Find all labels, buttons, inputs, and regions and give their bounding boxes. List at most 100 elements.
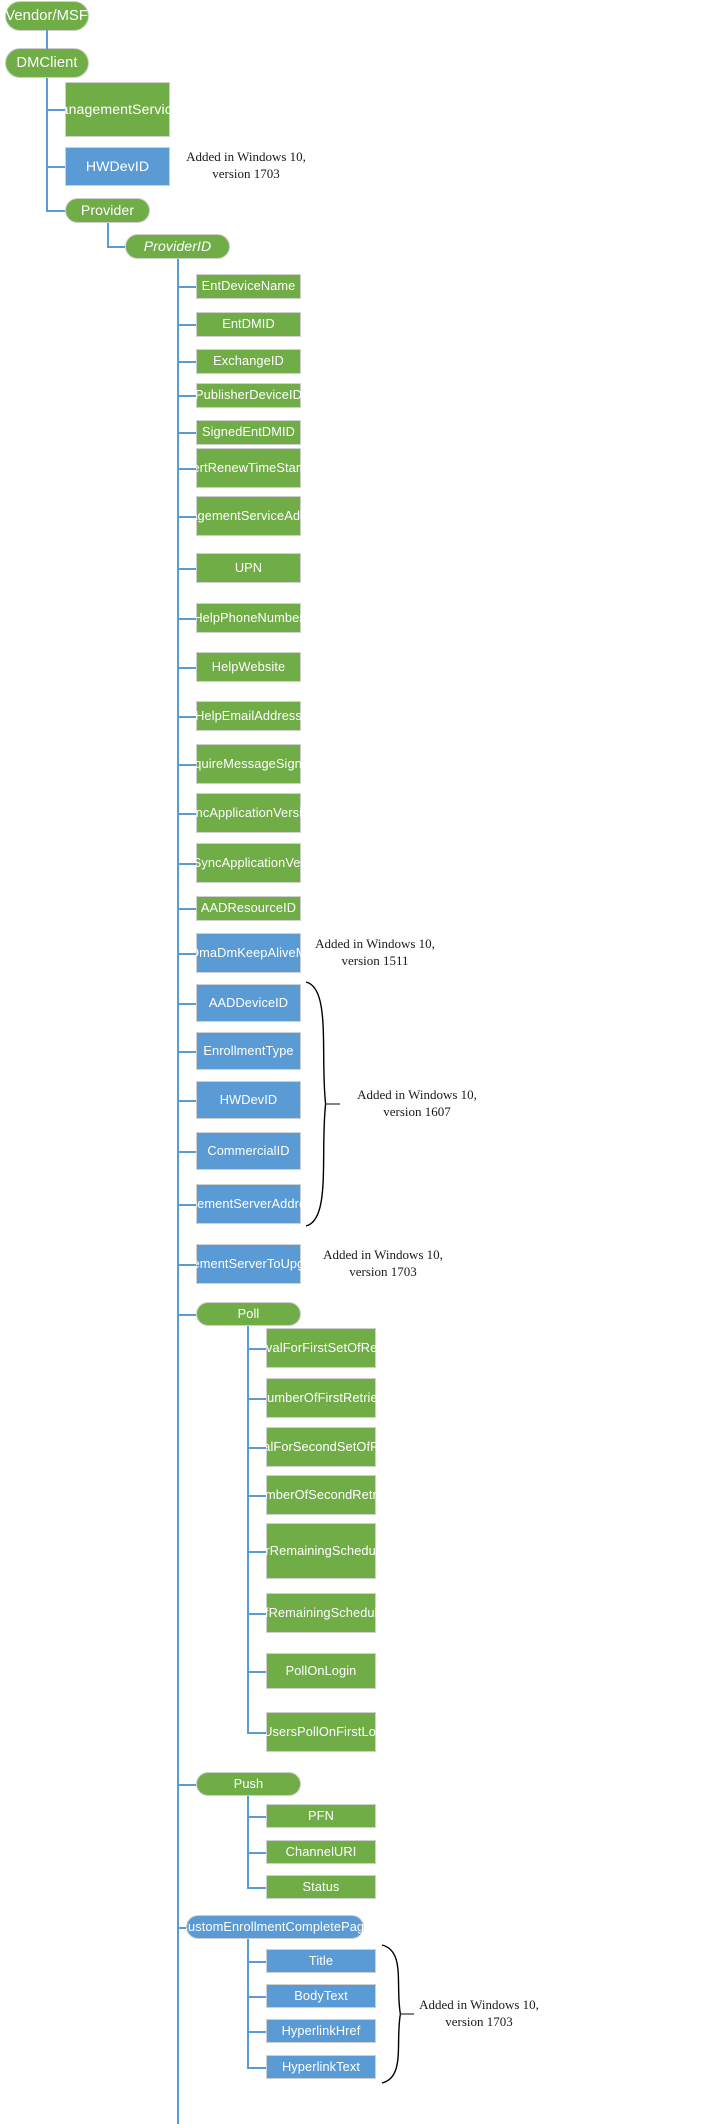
- connector-horizontal: [247, 1852, 266, 1854]
- connector-horizontal: [177, 1927, 186, 1929]
- node-mgmtsrvaddrlist: ManagementServerAddressList: [158, 1184, 339, 1224]
- connector-horizontal: [247, 1671, 266, 1673]
- node-helpwebsite: HelpWebsite: [196, 652, 301, 682]
- node-numsecond: NumberOfSecondRetries: [248, 1475, 393, 1515]
- note-1607-line1: Added in Windows 10,: [357, 1087, 477, 1102]
- note-upgradeto-line2: version 1703: [349, 1263, 417, 1279]
- connector-horizontal: [247, 1447, 266, 1449]
- connector-horizontal: [177, 1100, 196, 1102]
- connector-horizontal: [177, 908, 196, 910]
- connector-horizontal: [177, 516, 196, 518]
- connector-horizontal: [247, 1348, 266, 1350]
- node-ivremaining: IntervalForRemainingScheduledRetries: [208, 1523, 434, 1579]
- node-entdevicename: EntDeviceName: [196, 274, 301, 299]
- node-mgmtsvcaddr: ManagementServiceAddress: [165, 496, 332, 536]
- connector-horizontal: [177, 764, 196, 766]
- node-aaddeviceid: AADDeviceID: [196, 984, 301, 1022]
- node-upn: UPN: [196, 553, 301, 583]
- connector-horizontal: [177, 667, 196, 669]
- connector-horizontal: [46, 210, 65, 212]
- connector-horizontal: [177, 1204, 196, 1206]
- connector-vertical: [247, 1326, 249, 1732]
- node-maxsyncappver: MaxSyncApplicationVersion: [168, 843, 329, 883]
- node-helpphone: HelpPhoneNumber: [193, 603, 304, 633]
- connector-horizontal: [247, 1551, 266, 1553]
- connector-vertical: [177, 258, 179, 2124]
- connector-horizontal: [177, 395, 196, 397]
- node-pfn: PFN: [266, 1804, 376, 1828]
- node-entdmid: EntDMID: [196, 312, 301, 337]
- connector-vertical: [247, 1796, 249, 1887]
- connector-horizontal: [177, 1314, 196, 1316]
- node-certrenew: CertRenewTimeStamp: [183, 448, 314, 488]
- node-enrollmenttype: EnrollmentType: [196, 1032, 301, 1070]
- node-providerid: ProviderID: [125, 234, 230, 259]
- note-omadm: Added in Windows 10,version 1511: [305, 936, 445, 970]
- connector-horizontal: [177, 813, 196, 815]
- connector-horizontal: [177, 361, 196, 363]
- connector-horizontal: [177, 618, 196, 620]
- connector-horizontal: [247, 1732, 266, 1734]
- connector-horizontal: [107, 246, 125, 248]
- connector-horizontal: [177, 568, 196, 570]
- node-pollonlogin: PollOnLogin: [266, 1653, 376, 1689]
- note-1607-line2: version 1607: [383, 1103, 451, 1119]
- node-syncappver: SyncApplicationVersion: [181, 793, 316, 833]
- connector-horizontal: [247, 1996, 266, 1998]
- node-requiremsg: RequireMessageSigning: [178, 744, 319, 784]
- connector-horizontal: [247, 2067, 266, 2069]
- node-custompage: CustomEnrollmentCompletePage: [179, 1915, 371, 1939]
- node-poll: Poll: [196, 1302, 301, 1326]
- note-custom-line2: version 1703: [445, 2013, 513, 2029]
- connector-horizontal: [177, 1784, 196, 1786]
- grouping-brace: [304, 980, 340, 1228]
- connector-horizontal: [177, 863, 196, 865]
- connector-vertical: [46, 29, 48, 50]
- connector-horizontal: [177, 1051, 196, 1053]
- connector-horizontal: [247, 2031, 266, 2033]
- connector-horizontal: [177, 1003, 196, 1005]
- node-hyperlinktext: HyperlinkText: [266, 2055, 376, 2079]
- connector-horizontal: [177, 1151, 196, 1153]
- connector-horizontal: [247, 1495, 266, 1497]
- note-upgradeto: Added in Windows 10,version 1703: [308, 1247, 458, 1281]
- node-mgmtsrvupgrade: ManagementServerToUpgradeTo: [153, 1244, 344, 1284]
- connector-vertical: [247, 1939, 249, 2067]
- node-bodytext: BodyText: [266, 1984, 376, 2008]
- node-push: Push: [196, 1772, 301, 1796]
- connector-horizontal: [177, 953, 196, 955]
- connector-horizontal: [247, 1398, 266, 1400]
- node-signedentdmid: SignedEntDMID: [196, 420, 301, 445]
- node-hwdevid2: HWDevID: [196, 1081, 301, 1119]
- note-omadm-line1: Added in Windows 10,: [315, 936, 435, 951]
- note-custom-line1: Added in Windows 10,: [419, 1997, 539, 2012]
- connector-horizontal: [177, 468, 196, 470]
- node-provider: Provider: [65, 198, 150, 223]
- connector-horizontal: [247, 1816, 266, 1818]
- connector-horizontal: [177, 432, 196, 434]
- connector-horizontal: [177, 716, 196, 718]
- node-ivsecondset: IntervalForSecondSetOfRetries: [231, 1427, 411, 1467]
- node-numfirst: NumberOfFirstRetries: [258, 1378, 384, 1418]
- connector-horizontal: [247, 1613, 266, 1615]
- note-custom: Added in Windows 10,version 1703: [404, 1997, 554, 2031]
- connector-vertical: [107, 222, 109, 246]
- node-enableomadm: EnableOmaDmKeepAliveMessage: [149, 933, 348, 973]
- node-status: Status: [266, 1875, 376, 1899]
- grouping-brace: [380, 1943, 414, 2085]
- note-hwdevid-line2: version 1703: [212, 165, 280, 181]
- node-publisherdevid: PublisherDeviceID: [195, 383, 302, 408]
- node-channeluri: ChannelURI: [266, 1840, 376, 1864]
- node-exchangeid: ExchangeID: [196, 349, 301, 374]
- note-1607: Added in Windows 10,version 1607: [342, 1087, 492, 1121]
- node-title: Title: [266, 1949, 376, 1973]
- note-hwdevid: Added in Windows 10,version 1703: [176, 149, 316, 183]
- note-omadm-line2: version 1511: [341, 952, 409, 968]
- connector-horizontal: [177, 324, 196, 326]
- note-upgradeto-line1: Added in Windows 10,: [323, 1247, 443, 1262]
- connector-horizontal: [46, 166, 65, 168]
- node-helpemail: HelpEmailAddress: [195, 701, 302, 731]
- node-numremaining: NumberOfRemainingScheduledRetries: [209, 1593, 433, 1633]
- node-dmclient: DMClient: [5, 48, 89, 78]
